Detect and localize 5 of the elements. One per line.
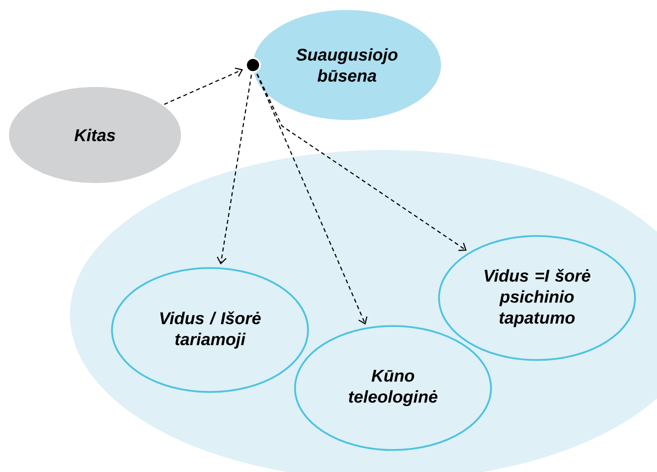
arrow	[216, 74, 252, 264]
arrow	[256, 74, 467, 251]
arrow	[256, 74, 368, 325]
arrow	[164, 68, 244, 105]
junction-dot	[245, 57, 261, 73]
